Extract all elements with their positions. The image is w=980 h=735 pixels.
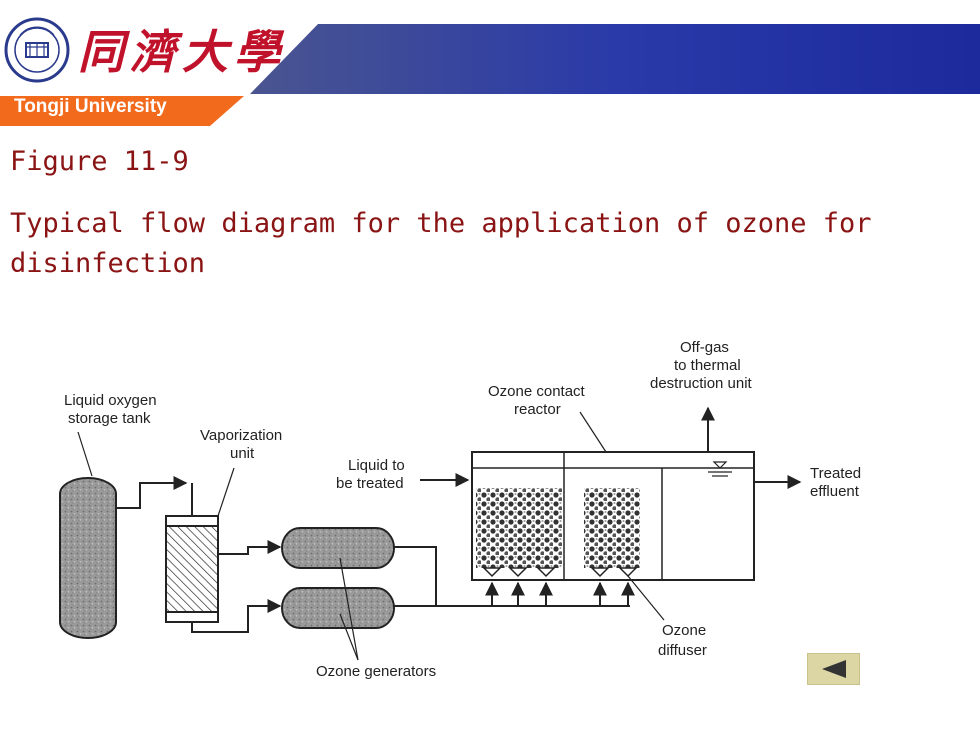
label-liquid-in: Liquid to: [348, 457, 405, 474]
label-treated: Treated: [810, 465, 861, 482]
back-button[interactable]: [807, 653, 860, 685]
pipe-to-generator-top: [218, 540, 282, 555]
oxygen-storage-tank: [59, 477, 117, 639]
pipe-tank-to-vaporizer: [116, 476, 188, 509]
header-banner: [0, 24, 980, 126]
oxygen-tank-leader: [77, 431, 93, 477]
label-diffuser-2: diffuser: [658, 642, 707, 659]
water-level-symbol: [708, 461, 732, 477]
diffuser-leader: [627, 575, 665, 621]
header-navy-band: [250, 24, 980, 94]
reactor-leader: [579, 411, 607, 453]
university-name-en: Tongji University: [14, 96, 167, 117]
label-generators: Ozone generators: [316, 663, 436, 680]
label-contact-reactor-2: reactor: [514, 401, 561, 418]
label-contact-reactor: Ozone contact: [488, 383, 586, 400]
label-vaporization: Vaporization: [200, 427, 282, 444]
triangle-left-icon: [822, 660, 846, 678]
bubble-plume-left: [476, 488, 562, 568]
university-seal-icon: [4, 17, 70, 83]
bubble-plume-right: [584, 488, 640, 568]
label-diffuser: Ozone: [662, 622, 706, 639]
vaporization-leader: [217, 467, 235, 517]
label-oxygen-tank-2: storage tank: [68, 410, 151, 427]
label-oxygen-tank: Liquid oxygen: [64, 392, 157, 409]
vaporization-unit: [165, 515, 219, 623]
pipe-generators-out: [394, 546, 437, 607]
label-treated-2: effluent: [810, 483, 860, 500]
header-orange-tab: [0, 96, 244, 126]
label-vaporization-2: unit: [230, 445, 255, 462]
figure-label: Figure 11-9: [10, 146, 189, 177]
figure-title: Typical flow diagram for the application…: [10, 208, 872, 279]
label-offgas: Off-gas: [680, 339, 729, 356]
generator-leader-1: [339, 557, 359, 661]
ozone-generator-bottom: [281, 587, 395, 629]
ozone-generator-top: [281, 527, 395, 569]
generator-leader-2: [339, 613, 359, 661]
university-name-cn: 同濟大學: [78, 25, 286, 79]
label-offgas-3: destruction unit: [650, 375, 753, 392]
ozone-diffusers: [482, 567, 638, 578]
pipe-to-generator-bottom: [191, 599, 282, 633]
ozone-flow-diagram: Liquid oxygen storage tank Vaporization …: [59, 339, 861, 680]
label-offgas-2: to thermal: [674, 357, 741, 374]
label-liquid-in-2: be treated: [336, 475, 404, 492]
